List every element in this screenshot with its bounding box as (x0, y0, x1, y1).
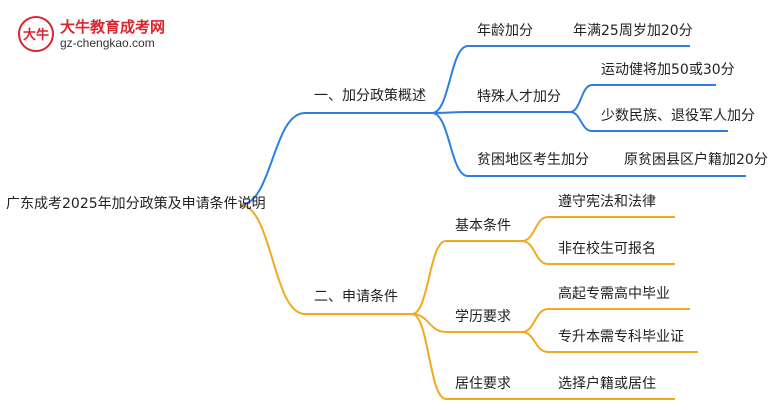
leaf-node: 高起专需高中毕业 (558, 286, 670, 302)
sub-node-education: 学历要求 (455, 309, 511, 325)
edge-edu-leaf1 (521, 308, 549, 333)
logo-name: 大牛教育成考网 (60, 18, 166, 36)
edge-basic-leaf1 (521, 216, 549, 242)
leaf-node: 专升本需专科毕业证 (558, 329, 684, 345)
edge-branch1-sub1 (431, 45, 469, 114)
edge-edu-leaf2 (521, 331, 549, 353)
leaf-node: 原贫困县区户籍加20分 (624, 152, 768, 168)
logo-mark-text: 大牛 (22, 28, 49, 43)
node-underlines (305, 45, 746, 400)
edge-branch2-sub3 (411, 313, 447, 400)
leaf-node: 遵守宪法和法律 (558, 194, 656, 210)
sub-node-age-bonus: 年龄加分 (477, 23, 533, 39)
branch-node-application-conditions: 二、申请条件 (314, 289, 398, 305)
sub-node-basic-conditions: 基本条件 (455, 218, 511, 234)
sub-node-poverty-area: 贫困地区考生加分 (477, 152, 589, 168)
leaf-node: 选择户籍或居住 (558, 376, 656, 392)
leaf-node: 非在校生可报名 (558, 241, 656, 257)
edge-branch2-sub1 (411, 240, 447, 315)
edge-branch1-sub2 (431, 111, 469, 114)
edge-basic-leaf2 (521, 240, 549, 265)
logo-url: gz-chengkao.com (60, 36, 155, 50)
branch-node-policy-overview: 一、加分政策概述 (314, 88, 426, 104)
sub-node-special-talent: 特殊人才加分 (477, 89, 561, 105)
root-node: 广东成考2025年加分政策及申请条件说明 (6, 196, 266, 212)
leaf-node: 少数民族、退役军人加分 (601, 108, 755, 124)
edge-root-branch-1 (239, 112, 306, 206)
site-logo[interactable]: 大牛 大牛教育成考网 gz-chengkao.com (14, 12, 174, 56)
leaf-node: 运动健将加50或30分 (601, 62, 735, 78)
mind-map-canvas (239, 45, 746, 400)
edge-branch1-sub3 (431, 112, 469, 177)
edge-root-branch-2 (239, 204, 306, 315)
edge-talent-leaf1 (569, 84, 593, 113)
leaf-node: 年满25周岁加20分 (573, 23, 693, 39)
sub-node-residence: 居住要求 (455, 376, 511, 392)
edge-talent-leaf2 (569, 111, 593, 132)
connector-lines (239, 45, 593, 400)
logo-emblem-icon: 大牛 (18, 16, 54, 52)
